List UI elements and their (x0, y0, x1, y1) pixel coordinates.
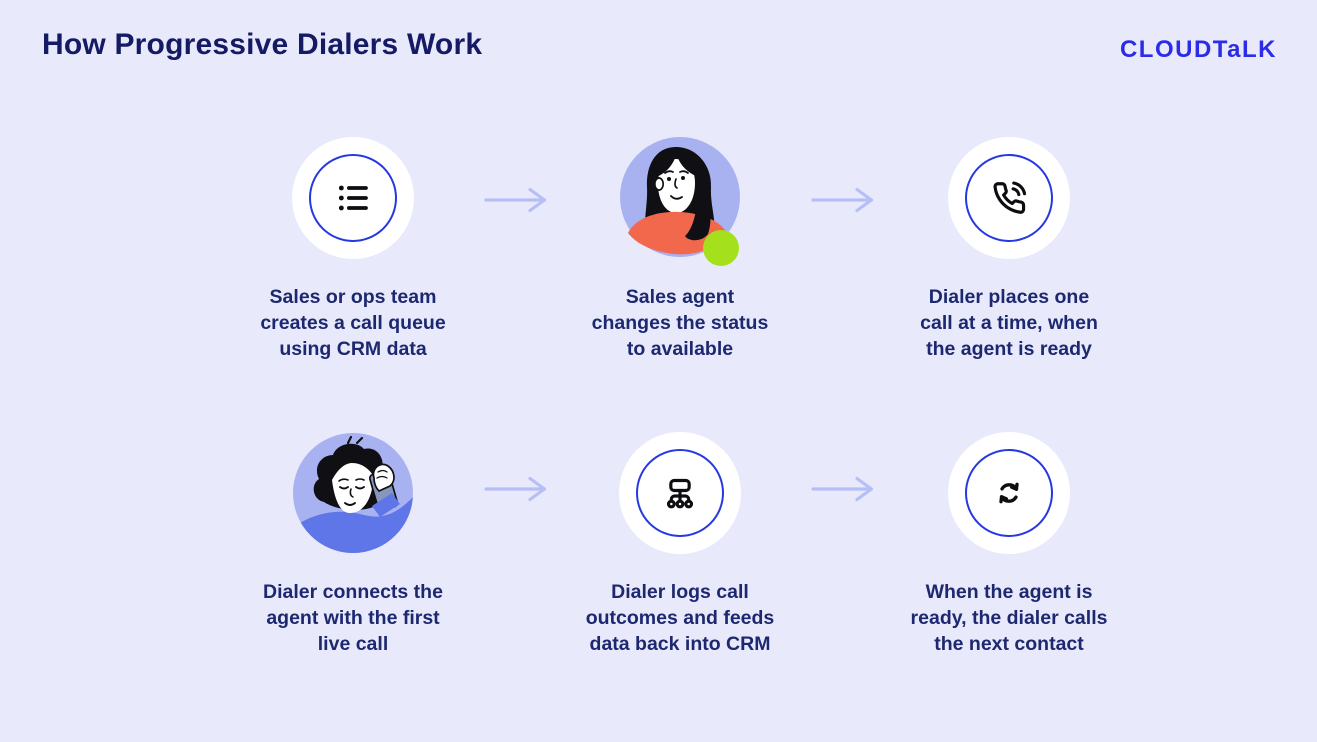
cloudtalk-logo: CLOUDTaLK (1119, 36, 1277, 63)
page-title: How Progressive Dialers Work (42, 28, 483, 61)
step-6-caption: When the agent is ready, the dialer call… (910, 581, 1108, 655)
next-contact-cycle-icon (999, 482, 1019, 504)
arrow-right-icon (811, 476, 874, 502)
step-6-badge (879, 430, 1139, 556)
white-circle (948, 432, 1070, 554)
step-3-caption: Dialer places one call at a time, when t… (920, 286, 1098, 360)
arrow-right-icon (811, 187, 874, 213)
agent-on-call-avatar (293, 433, 413, 553)
outgoing-call-icon (993, 181, 1027, 214)
step-4-badge (223, 430, 483, 556)
blue-ring (309, 154, 397, 242)
step-4-caption: Dialer connects the agent with the first… (263, 581, 443, 655)
step-6: When the agent is ready, the dialer call… (879, 430, 1139, 657)
step-3-badge (879, 135, 1139, 261)
list-icon (338, 185, 368, 211)
white-circle (619, 432, 741, 554)
arrow-right-icon (484, 476, 547, 502)
status-available-dot (703, 230, 739, 266)
white-circle (948, 137, 1070, 259)
white-circle (292, 137, 414, 259)
step-5: Dialer logs call outcomes and feeds data… (550, 430, 810, 657)
arrow-right-icon (484, 187, 547, 213)
step-4: Dialer connects the agent with the first… (223, 430, 483, 657)
blue-ring (965, 154, 1053, 242)
step-3: Dialer places one call at a time, when t… (879, 135, 1139, 362)
step-1: Sales or ops team creates a call queue u… (223, 135, 483, 362)
blue-ring (636, 449, 724, 537)
step-5-caption: Dialer logs call outcomes and feeds data… (585, 581, 775, 655)
step-1-badge (223, 135, 483, 261)
step-2: Sales agent changes the status to availa… (550, 135, 810, 362)
step-1-caption: Sales or ops team creates a call queue u… (260, 286, 446, 360)
step-2-caption: Sales agent changes the status to availa… (591, 286, 769, 360)
blue-ring (965, 449, 1053, 537)
step-5-badge (550, 430, 810, 556)
call-outcomes-icon (666, 478, 694, 509)
agent-available-avatar (620, 137, 740, 266)
step-2-badge (550, 135, 810, 266)
